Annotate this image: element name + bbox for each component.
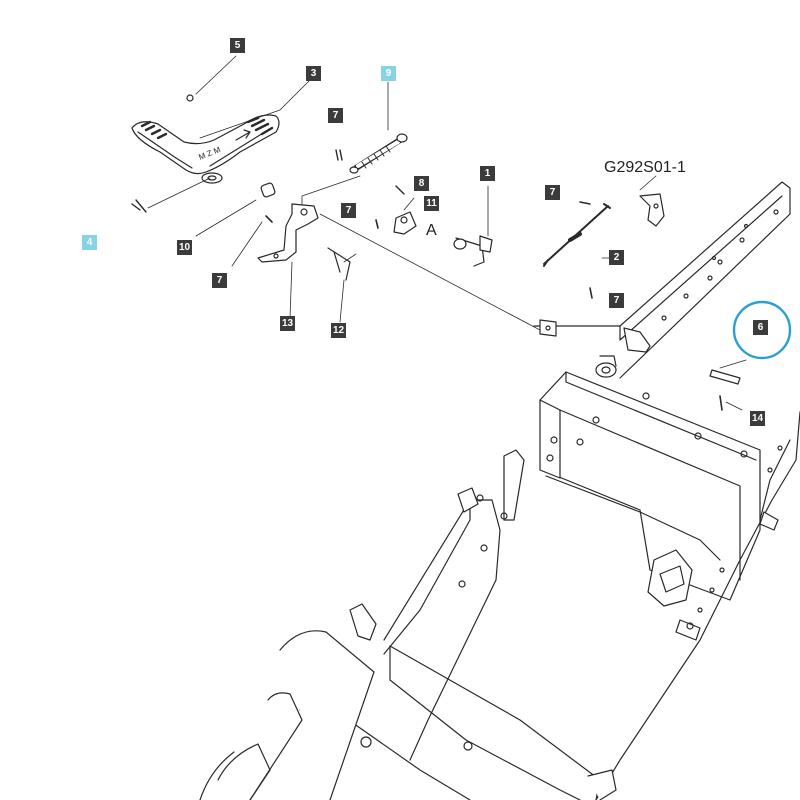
callout-1: 1: [480, 166, 495, 181]
view-reference-label: A: [426, 222, 437, 239]
pedal-bracket: [257, 203, 319, 263]
leader-lines: [147, 55, 747, 411]
callout-5: 5: [230, 38, 245, 53]
callout-2: 2: [609, 250, 624, 265]
diagram-code-label: G292S01-1: [604, 159, 686, 176]
callout-13: 13: [280, 316, 295, 331]
callout-7: 7: [341, 203, 356, 218]
tractor-frame: [199, 181, 800, 800]
callout-7: 7: [609, 293, 624, 308]
callout-3: 3: [306, 66, 321, 81]
linkage-rod: [543, 193, 665, 267]
callout-6: 6: [753, 320, 768, 335]
highlight-ring: [732, 300, 792, 360]
callout-9: 9: [381, 66, 396, 81]
callout-7: 7: [212, 273, 227, 288]
callout-10: 10: [177, 240, 192, 255]
callout-11: 11: [424, 196, 439, 211]
callout-4: 4: [82, 235, 97, 250]
callout-7: 7: [328, 108, 343, 123]
callout-8: 8: [414, 176, 429, 191]
callout-12: 12: [331, 323, 346, 338]
callout-7: 7: [545, 185, 560, 200]
spring-assembly: [349, 133, 408, 174]
callout-14: 14: [750, 411, 765, 426]
cross-shaft: [453, 185, 493, 267]
brake-pedal: M Z M: [131, 114, 280, 184]
